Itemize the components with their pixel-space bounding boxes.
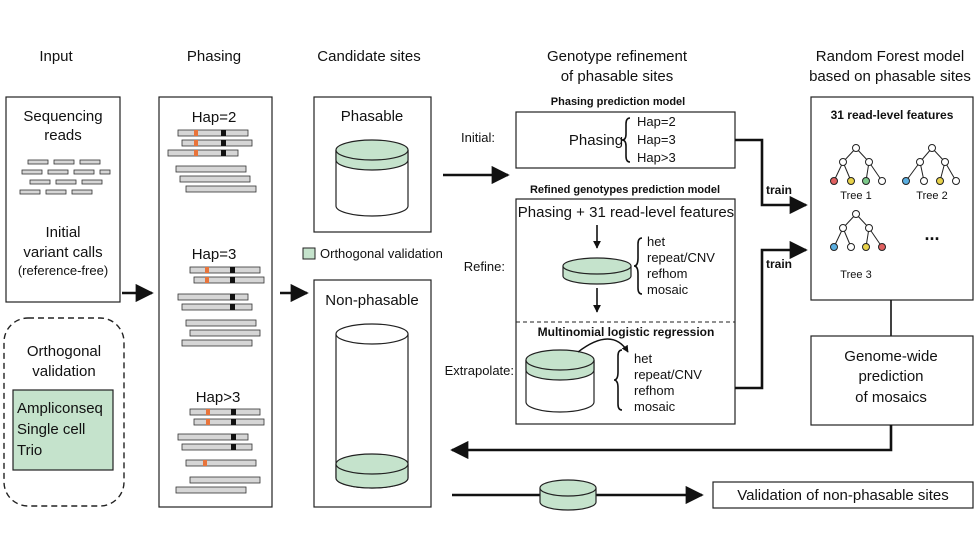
- header-genotype-line2: of phasable sites: [561, 68, 674, 85]
- tree-3-label: Tree 3: [840, 269, 871, 281]
- phasing-model-box: Phasing Hap=2 Hap=3 Hap>3: [515, 111, 736, 169]
- hap-3-label: Hap=3: [192, 246, 237, 263]
- genome-line2: prediction: [858, 368, 923, 385]
- mlr-title: Multinomial logistic regression: [538, 325, 715, 339]
- phasing-model-title: Phasing prediction model: [551, 96, 685, 108]
- header-rf-line1: Random Forest model: [816, 48, 964, 65]
- genome-line1: Genome-wide: [844, 348, 937, 365]
- genome-wide-box: Genome-wide prediction of mosaics: [810, 335, 974, 426]
- input-line1: Sequencing: [23, 108, 102, 125]
- input-line3: Initial: [45, 224, 80, 241]
- nonphasable-box: Non-phasable: [313, 279, 432, 508]
- refine-class-mosaic: mosaic: [647, 282, 689, 297]
- extrap-class-refhom: refhom: [634, 383, 674, 398]
- genome-line3: of mosaics: [855, 389, 927, 406]
- refine-class-het: het: [647, 234, 665, 249]
- initial-label: Initial:: [461, 130, 495, 145]
- header-candidate-sites: Candidate sites: [317, 48, 420, 65]
- hap-option-2: Hap=3: [637, 132, 676, 147]
- extrapolate-curve-arrow: [577, 338, 629, 353]
- input-line2: reads: [44, 127, 82, 144]
- ortho-title-line2: validation: [32, 363, 95, 380]
- tree-1-label: Tree 1: [840, 190, 871, 202]
- tree-2-label: Tree 2: [916, 190, 947, 202]
- hap-2-reads: [167, 129, 257, 193]
- extrapolate-label: Extrapolate:: [445, 363, 514, 378]
- orthogonal-validation-box: Orthogonal validation Ampliconseq Single…: [3, 317, 125, 507]
- train-label-bottom: train: [766, 257, 792, 271]
- hap-option-1: Hap=2: [637, 114, 676, 129]
- more-trees-ellipsis: ...: [924, 224, 939, 244]
- input-box: Sequencing reads Initial variant calls (…: [5, 96, 121, 303]
- random-forest-box: 31 read-level features Tree 1: [810, 96, 974, 301]
- refine-class-repeat: repeat/CNV: [647, 250, 715, 265]
- hap-gt3-reads: [175, 408, 265, 494]
- tree-1-icon: [830, 144, 886, 185]
- hap-gt3-label: Hap>3: [196, 389, 241, 406]
- hap-option-3: Hap>3: [637, 150, 676, 165]
- validation-disk-icon: [539, 479, 597, 511]
- tree-3-icon: [830, 210, 886, 251]
- legend-label: Orthogonal validation: [320, 246, 443, 261]
- phasable-cylinder-icon: [335, 139, 409, 217]
- phasing-word: Phasing: [569, 132, 623, 149]
- hap-2-label: Hap=2: [192, 109, 237, 126]
- train-connector-bottom: [735, 240, 808, 390]
- train-connector-top: [735, 138, 808, 215]
- phasing-box: Hap=2 Hap=3: [158, 96, 273, 508]
- ortho-item-trio: Trio: [17, 442, 42, 459]
- extrap-class-repeat: repeat/CNV: [634, 367, 702, 382]
- phasable-label: Phasable: [341, 108, 404, 125]
- refined-model-title: Refined genotypes prediction model: [530, 184, 720, 196]
- tree-2-icon: [902, 144, 960, 185]
- arrow-genome-to-nonphasable: [450, 425, 893, 460]
- nonphasable-label: Non-phasable: [325, 292, 418, 309]
- validation-label: Validation of non-phasable sites: [737, 487, 949, 504]
- ortho-item-ampliconseq: Ampliconseq: [17, 400, 103, 417]
- refined-model-box: Phasing + 31 read-level features het rep…: [515, 198, 736, 425]
- nonphasable-cylinder-icon: [335, 323, 409, 489]
- extrap-class-mosaic: mosaic: [634, 399, 676, 414]
- sequencing-reads-icon: [19, 159, 111, 195]
- header-input: Input: [39, 48, 73, 65]
- hap-3-reads: [177, 266, 265, 347]
- validation-box: Validation of non-phasable sites: [712, 481, 974, 509]
- header-genotype-line1: Genotype refinement: [547, 48, 688, 65]
- header-rf-line2: based on phasable sites: [809, 68, 971, 85]
- header-phasing: Phasing: [187, 48, 241, 65]
- refine-heading: Phasing + 31 read-level features: [518, 204, 734, 221]
- input-line5: (reference-free): [18, 263, 108, 278]
- refine-label: Refine:: [464, 259, 505, 274]
- ortho-title-line1: Orthogonal: [27, 343, 101, 360]
- train-label-top: train: [766, 183, 792, 197]
- legend-orthogonal-validation: Orthogonal validation: [302, 246, 443, 261]
- ortho-item-single-cell: Single cell: [17, 421, 85, 438]
- extrap-class-het: het: [634, 351, 652, 366]
- refine-disk-icon: [562, 257, 632, 285]
- rf-title: 31 read-level features: [831, 108, 954, 122]
- refine-class-refhom: refhom: [647, 266, 687, 281]
- phasable-box: Phasable: [313, 96, 432, 233]
- extrapolate-cylinder-icon: [525, 349, 595, 413]
- input-line4: variant calls: [23, 244, 102, 261]
